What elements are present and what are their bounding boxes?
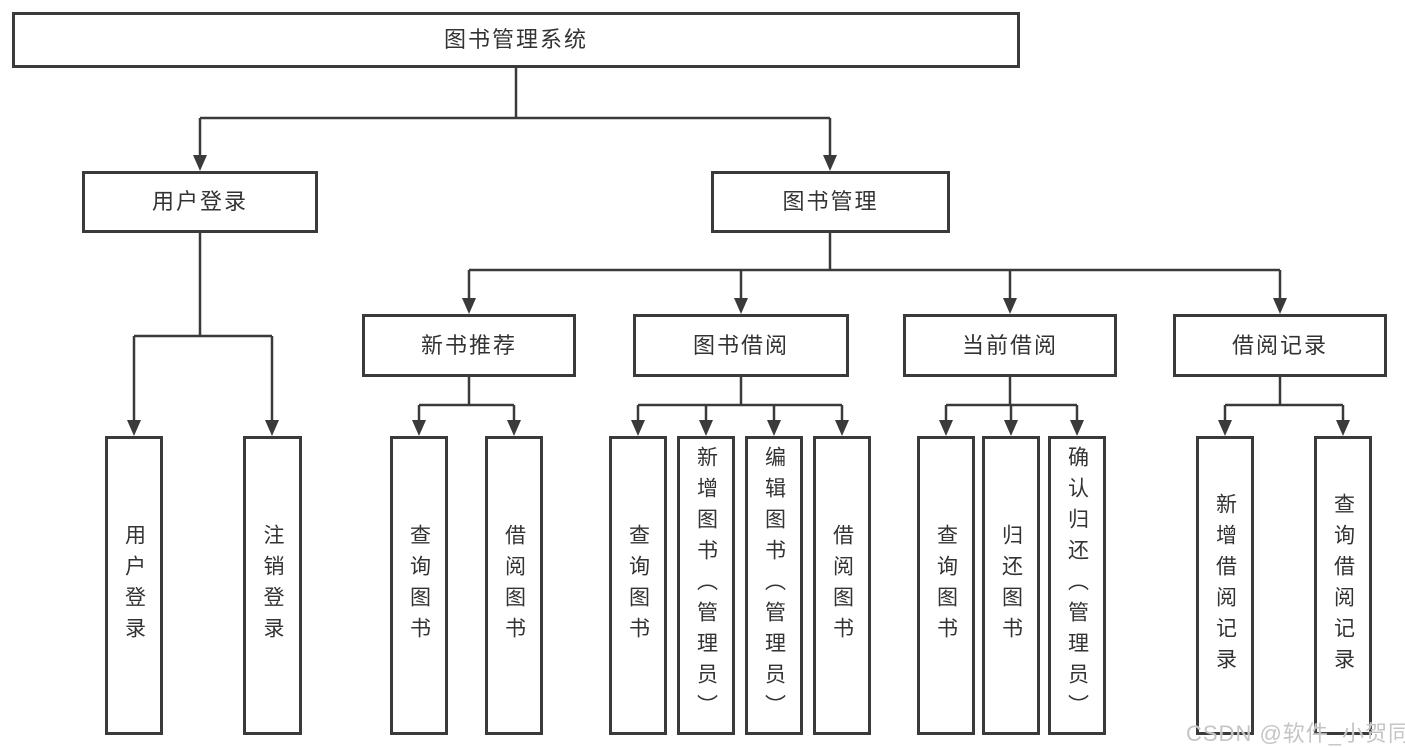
csdn-watermark: CSDN @软件_小贺同学 [1186, 721, 1405, 746]
node-current-borrowing: 当前借阅 [903, 314, 1117, 377]
node-borrowing-records: 借阅记录 [1173, 314, 1387, 377]
leaf-add-borrow-record: 新增借阅记录 [1196, 436, 1254, 735]
leaf-user-login: 用户登录 [105, 436, 163, 735]
leaf-query-books-current: 查询图书 [917, 436, 975, 735]
leaf-add-books-admin: 新增图书（管理员） [677, 436, 735, 735]
leaf-edit-books-admin: 编辑图书（管理员） [745, 436, 803, 735]
node-book-borrowing: 图书借阅 [633, 314, 849, 377]
node-library-system-root: 图书管理系统 [12, 12, 1020, 68]
node-user-login: 用户登录 [82, 171, 318, 233]
leaf-query-books-borrowing: 查询图书 [609, 436, 667, 735]
leaf-query-books-recommend: 查询图书 [390, 436, 448, 735]
leaf-logout: 注销登录 [243, 436, 302, 735]
leaf-borrow-books-borrowing: 借阅图书 [813, 436, 871, 735]
node-book-management: 图书管理 [711, 171, 950, 233]
leaf-return-books: 归还图书 [982, 436, 1040, 735]
node-new-book-recommend: 新书推荐 [362, 314, 576, 377]
leaf-borrow-books-recommend: 借阅图书 [485, 436, 543, 735]
leaf-confirm-return-admin: 确认归还（管理员） [1048, 436, 1106, 735]
leaf-query-borrow-record: 查询借阅记录 [1314, 436, 1372, 735]
